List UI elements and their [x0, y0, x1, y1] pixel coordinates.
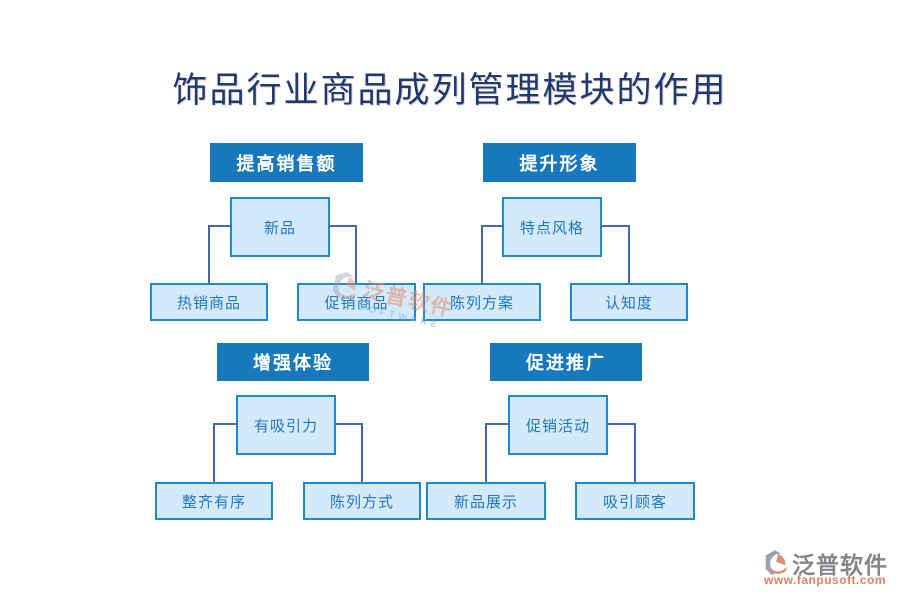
- child-node: 新品展示: [426, 482, 546, 520]
- child-node: 陈列方式: [303, 482, 421, 520]
- connector-line: [208, 225, 210, 283]
- section-header-sales: 提高销售额: [210, 143, 363, 182]
- connector-line: [355, 225, 357, 283]
- connector-line: [608, 423, 636, 425]
- connector-line: [330, 225, 357, 227]
- fanpu-logo-icon: [762, 548, 789, 583]
- child-node: 认知度: [570, 283, 688, 321]
- parent-node-experience: 有吸引力: [236, 395, 336, 455]
- brand-name: 泛普软件: [792, 552, 888, 578]
- connector-line: [485, 423, 487, 482]
- parent-node-promotion: 促销活动: [508, 395, 608, 455]
- child-node: 整齐有序: [155, 482, 273, 520]
- connector-line: [481, 225, 504, 227]
- parent-node-sales: 新品: [230, 197, 330, 257]
- section-header-promotion: 促进推广: [490, 343, 642, 381]
- connector-line: [485, 423, 510, 425]
- connector-line: [628, 225, 630, 283]
- child-node: 热销商品: [150, 283, 268, 321]
- page-title: 饰品行业商品成列管理模块的作用: [172, 71, 728, 110]
- connector-line: [336, 423, 363, 425]
- connector-line: [208, 225, 232, 227]
- connector-line: [361, 423, 363, 482]
- child-node: 促销商品: [297, 283, 416, 321]
- connector-line: [213, 423, 238, 425]
- connector-line: [481, 225, 483, 283]
- connector-line: [602, 225, 630, 227]
- child-node: 吸引顾客: [575, 482, 695, 520]
- website-url: www.fanpusoft.com: [764, 573, 887, 587]
- connector-line: [213, 423, 215, 482]
- section-header-experience: 增强体验: [217, 343, 369, 381]
- parent-node-image: 特点风格: [502, 197, 602, 257]
- footer-brand: 泛普软件 www.fanpusoft.com: [762, 546, 892, 588]
- child-node: 陈列方案: [423, 283, 541, 321]
- connector-line: [634, 423, 636, 482]
- section-header-image: 提升形象: [483, 143, 636, 182]
